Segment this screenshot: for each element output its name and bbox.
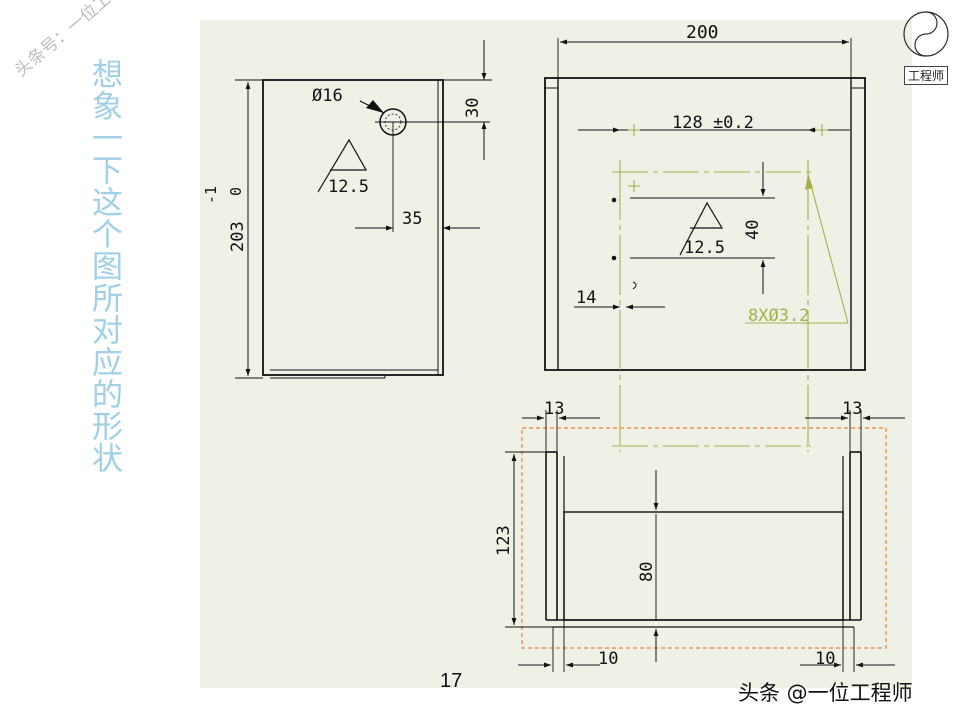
page-number: 17 [440, 670, 463, 692]
top-view [505, 410, 905, 672]
front-view [544, 38, 866, 371]
logo-mark [903, 11, 949, 57]
roughness-label: 12.5 [328, 177, 369, 197]
hole-pitch-label: 40 [743, 220, 763, 240]
side-view [235, 40, 492, 379]
front-roughness-label: 12.5 [684, 238, 725, 258]
flange-left-label: 13 [544, 399, 564, 419]
hole-span-label: 128 ±0.2 [672, 113, 754, 133]
auxiliary-lines [612, 124, 849, 452]
edge-offset-label: 14 [576, 288, 596, 308]
height-tolerance-lower: -1 [202, 186, 220, 204]
roughness-symbol [317, 138, 368, 193]
front-view-outline [544, 77, 866, 371]
heading-vertical: 想象一下这个图所对应的形状 [86, 58, 122, 474]
dashed-frame [521, 427, 887, 649]
front-width-label: 200 [686, 22, 719, 43]
hole-side-distance-label: 35 [402, 209, 422, 229]
bottom-right-label: 10 [815, 649, 835, 669]
depth-label: 123 [494, 525, 514, 556]
drawing-area [200, 20, 912, 688]
footer-credit: 头条 @一位工程师 [738, 681, 913, 705]
hole-top-distance-label: 30 [463, 98, 483, 118]
bottom-left-label: 10 [598, 649, 618, 669]
holes-note-label: 8XØ3.2 [748, 306, 809, 326]
flange-right-label: 13 [842, 399, 862, 419]
height-dimension-label: 203 [228, 221, 248, 252]
height-tolerance-upper: 0 [227, 187, 245, 196]
logo-text: 工程师 [904, 66, 949, 85]
hole-diameter-label: Ø16 [312, 86, 343, 106]
inner-height-label: 80 [637, 562, 657, 582]
